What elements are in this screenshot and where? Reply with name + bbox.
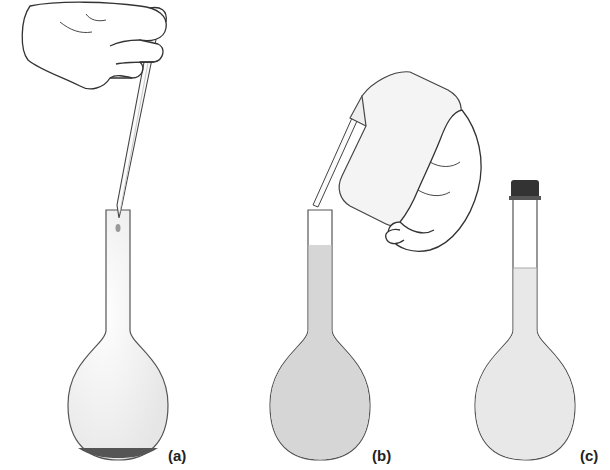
drop [116, 224, 121, 232]
volumetric-flask [270, 210, 370, 460]
volumetric-flask [68, 210, 168, 460]
solid-sample [78, 448, 158, 458]
solution [271, 245, 370, 459]
panel-label: (a) [168, 448, 186, 463]
panel-label: (b) [372, 448, 391, 463]
panel-label: (c) [580, 448, 598, 463]
hand [386, 110, 481, 251]
hand [22, 2, 166, 89]
volumetric-flask [475, 180, 575, 460]
diluted-solution [476, 268, 575, 459]
